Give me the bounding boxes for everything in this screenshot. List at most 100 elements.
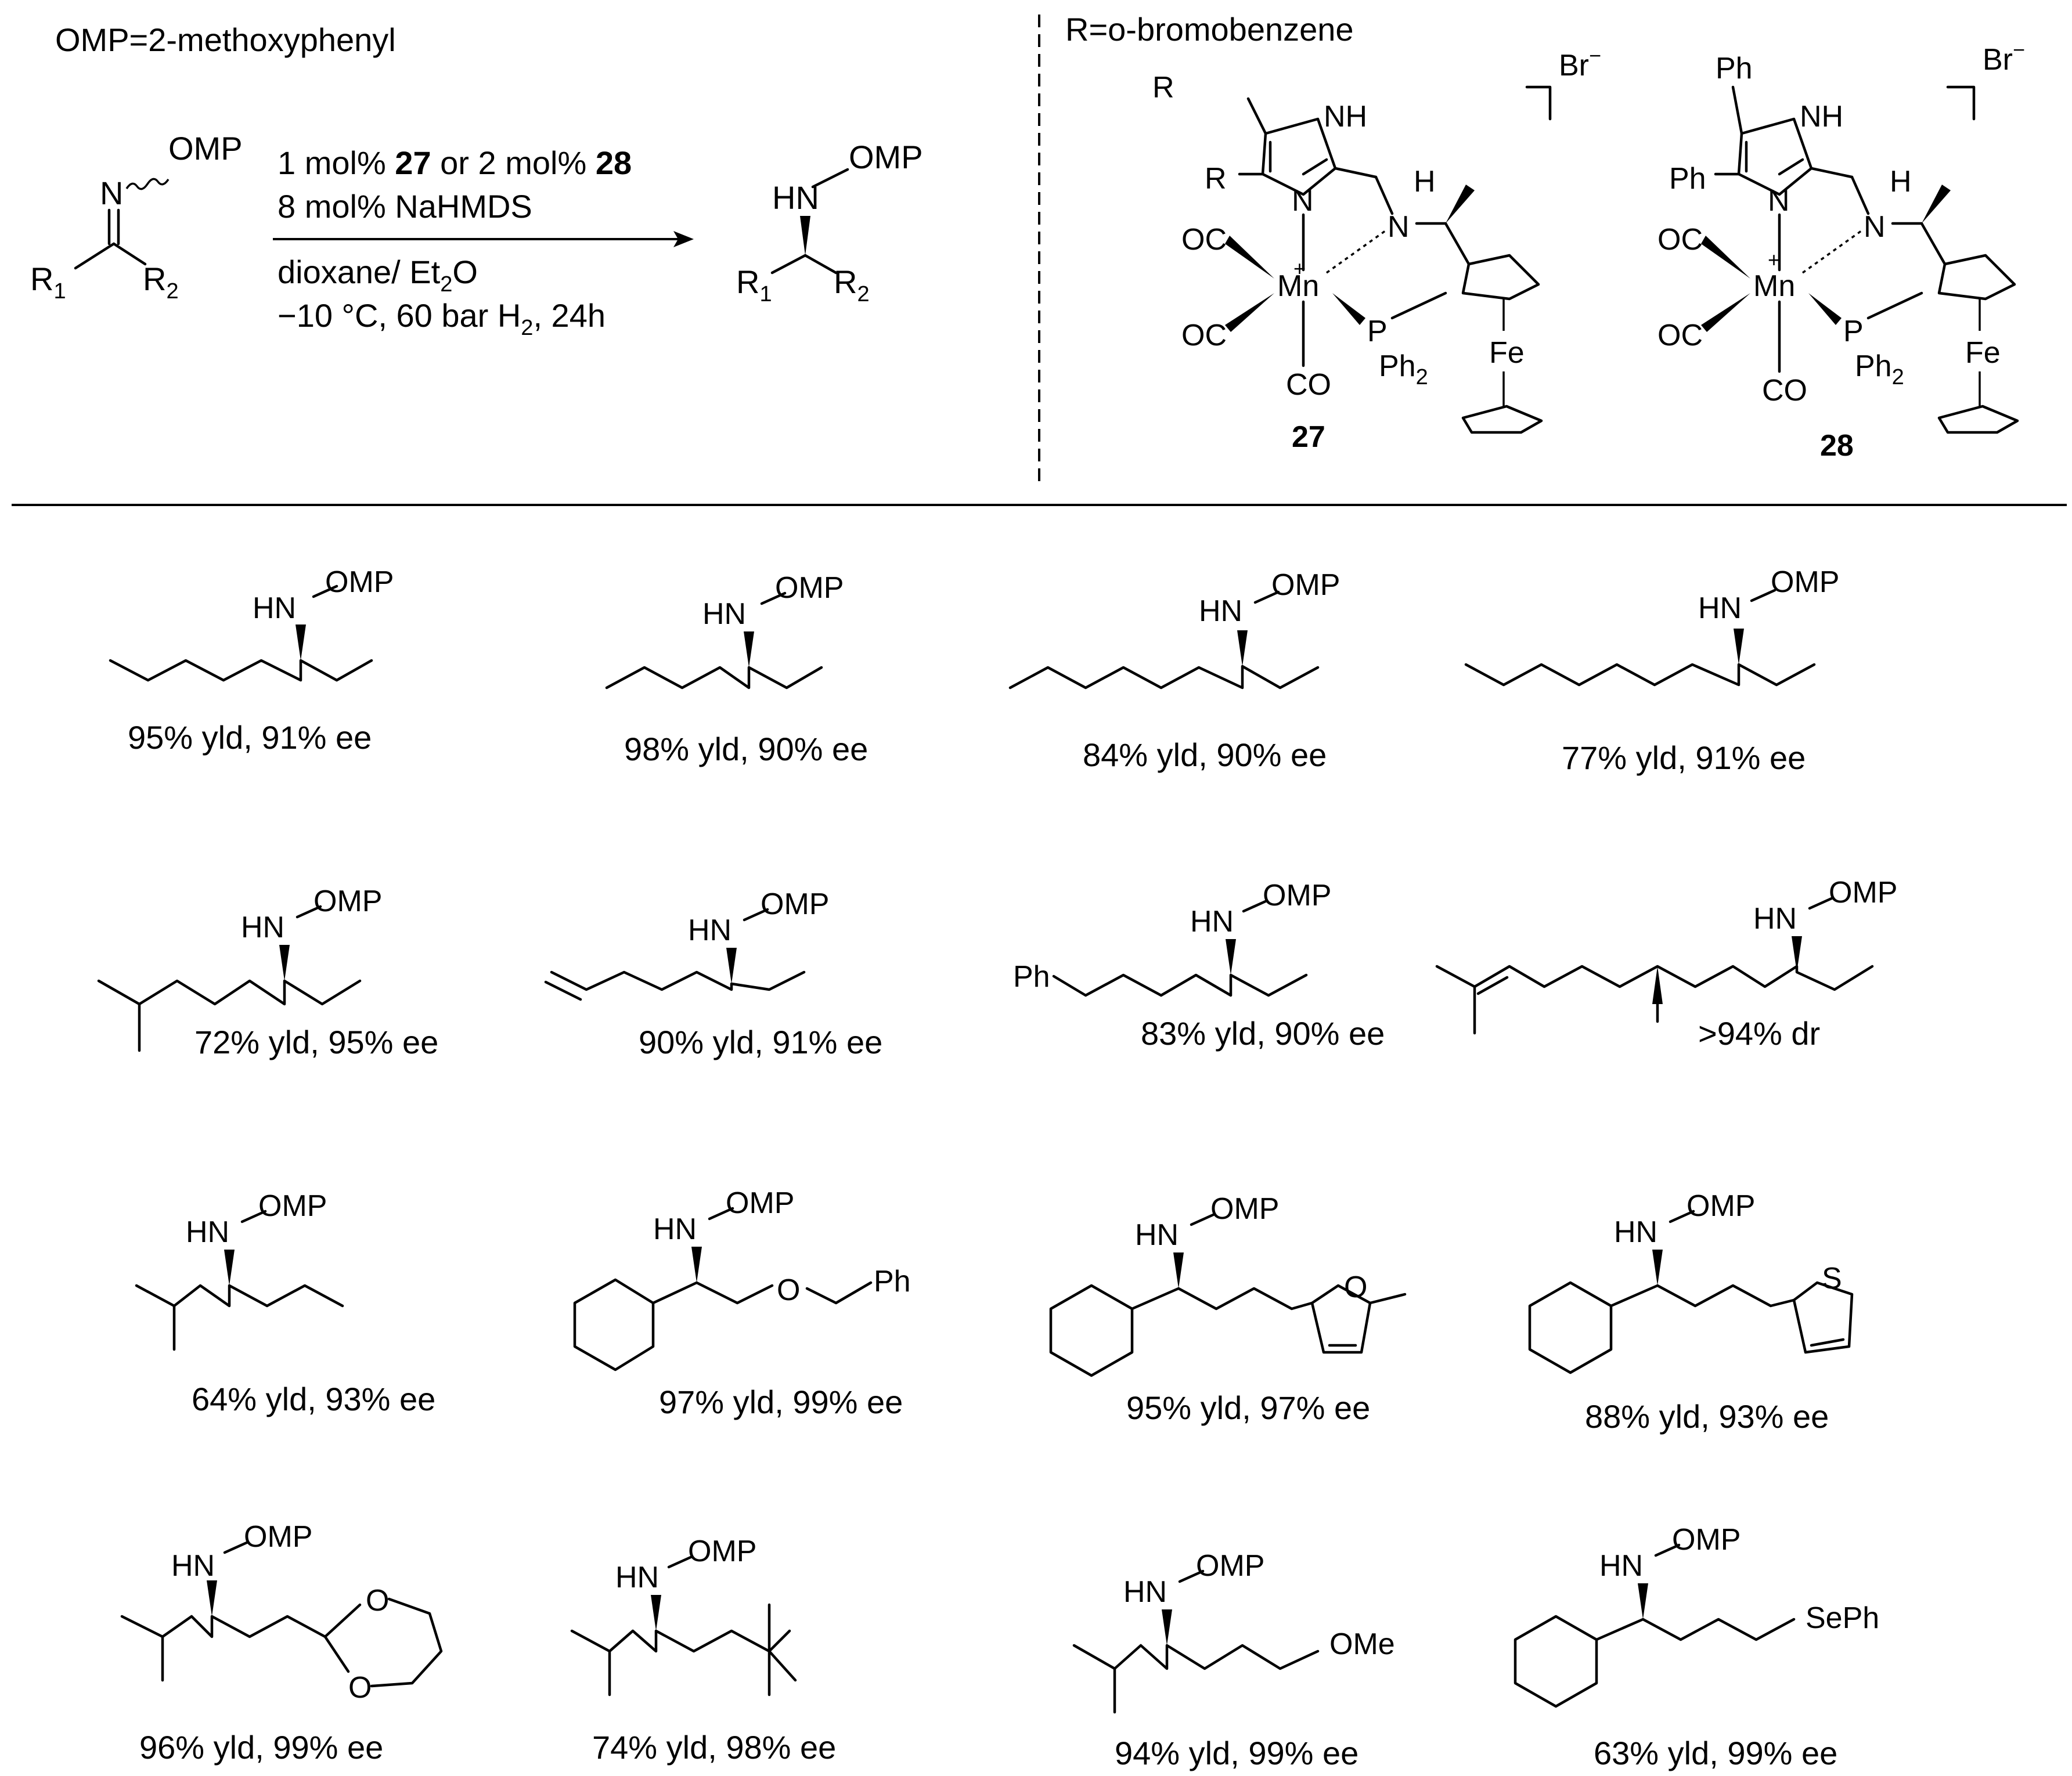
product-1: HN OMP 95% yld, 91% ee	[109, 565, 394, 756]
catalyst-28-oc-top: OC	[1657, 223, 1703, 257]
substrate-omp-label: OMP	[168, 130, 243, 167]
catalyst-27-fe: Fe	[1489, 336, 1525, 370]
catalyst-28-fe: Fe	[1965, 336, 2001, 370]
catalyst-27-co: CO	[1286, 368, 1331, 402]
product-2-hn: HN	[702, 597, 746, 631]
product-5-result: 72% yld, 95% ee	[194, 1024, 438, 1060]
catalyst-27-nh: NH	[1324, 100, 1367, 133]
product-12-hn: HN	[1614, 1215, 1657, 1249]
product-7: Ph HN OMP 83% yld, 90% ee	[1013, 879, 1385, 1052]
product-1-omp: OMP	[325, 565, 394, 599]
product-10-result: 97% yld, 99% ee	[659, 1384, 903, 1420]
catalyst-28-structure: Ph Ph NH N N H + Mn OC OC CO P Ph2 Fe Br…	[1657, 38, 2025, 463]
catalyst-28-ph-top: Ph	[1716, 52, 1753, 85]
product-13-hn: HN	[171, 1549, 215, 1583]
product-14-hn: HN	[615, 1561, 659, 1594]
product-14-omp: OMP	[688, 1535, 756, 1568]
substrate-n-label: N	[100, 175, 123, 211]
product-hn-label: HN	[772, 179, 819, 216]
product-11: HN OMP O 95% yld, 97% ee	[1049, 1192, 1407, 1426]
product-8-omp: OMP	[1829, 876, 1897, 909]
product-9-omp: OMP	[258, 1189, 327, 1223]
product-10-omp: OMP	[726, 1186, 794, 1220]
product-6: HN OMP 90% yld, 91% ee	[544, 887, 882, 1060]
catalyst-loading: 1 mol% 27 or 2 mol% 28	[278, 145, 632, 181]
catalyst-28-oc-bottom: OC	[1657, 319, 1703, 352]
product-4-result: 77% yld, 91% ee	[1562, 739, 1806, 776]
product-13: HN OMP O O 96% yld, 99% ee	[120, 1520, 443, 1766]
product-1-hn: HN	[253, 591, 296, 625]
product-9: HN OMP 64% yld, 93% ee	[135, 1189, 435, 1417]
substrate-r2-label: R2	[143, 261, 179, 304]
product-4: HN OMP 77% yld, 91% ee	[1464, 565, 1839, 776]
product-14: HN OMP 74% yld, 98% ee	[570, 1535, 836, 1766]
product-5-hn: HN	[241, 911, 284, 944]
product-11-omp: OMP	[1210, 1192, 1279, 1226]
general-product: OMP HN R1 R2	[736, 139, 923, 306]
product-9-result: 64% yld, 93% ee	[192, 1381, 435, 1417]
product-4-omp: OMP	[1771, 565, 1839, 599]
product-7-hn: HN	[1190, 905, 1234, 938]
product-15-hn: HN	[1123, 1575, 1167, 1609]
reaction-conditions: 1 mol% 27 or 2 mol% 28 8 mol% NaHMDS dio…	[273, 145, 694, 340]
product-1-result: 95% yld, 91% ee	[128, 719, 372, 756]
reaction-arrowhead	[673, 231, 694, 247]
product-2: HN OMP 98% yld, 90% ee	[605, 571, 868, 767]
product-6-omp: OMP	[761, 887, 829, 921]
catalyst-27-ph2: Ph2	[1379, 349, 1428, 389]
wavy-bond	[125, 178, 170, 190]
catalyst-28-label: 28	[1820, 429, 1854, 463]
product-13-o2: O	[348, 1671, 372, 1705]
product-9-hn: HN	[186, 1215, 229, 1249]
substrate-structure: OMP N R1 R2	[30, 130, 243, 304]
catalyst-27-r-top: R	[1152, 71, 1174, 104]
catalyst-28-mn: Mn	[1753, 269, 1795, 303]
product-14-result: 74% yld, 98% ee	[592, 1729, 836, 1766]
catalyst-27-structure: R R NH N N H + Mn OC OC CO P Ph2 Fe Br− …	[1152, 44, 1601, 454]
base-loading: 8 mol% NaHMDS	[278, 188, 532, 225]
product-11-hn: HN	[1135, 1218, 1179, 1252]
product-16-hn: HN	[1599, 1549, 1643, 1583]
product-16-seph: SePh	[1806, 1601, 1879, 1635]
product-10: HN OMP O Ph 97% yld, 99% ee	[573, 1186, 911, 1420]
product-16: HN OMP SePh 63% yld, 99% ee	[1514, 1523, 1879, 1771]
catalyst-27-p: P	[1367, 315, 1388, 348]
product-3: HN OMP 84% yld, 90% ee	[1008, 568, 1340, 773]
product-8-result: >94% dr	[1698, 1015, 1820, 1052]
catalyst-28-ph-left: Ph	[1669, 162, 1706, 196]
product-13-omp: OMP	[244, 1520, 312, 1554]
catalyst-28-ph2: Ph2	[1855, 349, 1904, 389]
product-12-omp: OMP	[1687, 1189, 1755, 1223]
product-3-omp: OMP	[1271, 568, 1340, 602]
catalyst-27-label: 27	[1292, 420, 1325, 454]
catalyst-27-r-left: R	[1205, 162, 1227, 196]
catalyst-27-n-amine: N	[1388, 210, 1410, 244]
product-5-omp: OMP	[313, 885, 382, 918]
product-7-result: 83% yld, 90% ee	[1141, 1015, 1385, 1052]
r-group-definition: R=o-bromobenzene	[1065, 11, 1354, 48]
product-omp-label: OMP	[849, 139, 923, 175]
catalyst-28-p: P	[1843, 315, 1864, 348]
catalyst-27-anion: Br−	[1559, 44, 1601, 82]
product-12-result: 88% yld, 93% ee	[1585, 1398, 1829, 1435]
product-16-result: 63% yld, 99% ee	[1594, 1735, 1837, 1771]
product-scope: HN OMP 95% yld, 91% ee HN OMP 98% yld, 9…	[97, 565, 1897, 1771]
product-16-omp: OMP	[1672, 1523, 1741, 1557]
product-5: HN OMP 72% yld, 95% ee	[97, 885, 438, 1060]
product-15-ome: OMe	[1329, 1627, 1395, 1661]
catalyst-28-nh: NH	[1800, 100, 1843, 133]
catalyst-28-n-amine: N	[1864, 210, 1886, 244]
catalyst-27-h: H	[1414, 165, 1436, 198]
catalyst-28-co: CO	[1762, 374, 1807, 407]
product-2-omp: OMP	[775, 571, 844, 605]
product-3-hn: HN	[1199, 594, 1242, 628]
product-15: HN OMP OMe 94% yld, 99% ee	[1072, 1549, 1395, 1771]
catalyst-27-oc-top: OC	[1181, 223, 1227, 257]
product-6-result: 90% yld, 91% ee	[639, 1024, 882, 1060]
temperature-pressure: −10 °C, 60 bar H2, 24h	[278, 297, 606, 340]
catalyst-28-h: H	[1890, 165, 1912, 198]
product-15-result: 94% yld, 99% ee	[1115, 1735, 1358, 1771]
product-8-hn: HN	[1753, 902, 1797, 936]
product-11-result: 95% yld, 97% ee	[1126, 1389, 1370, 1426]
